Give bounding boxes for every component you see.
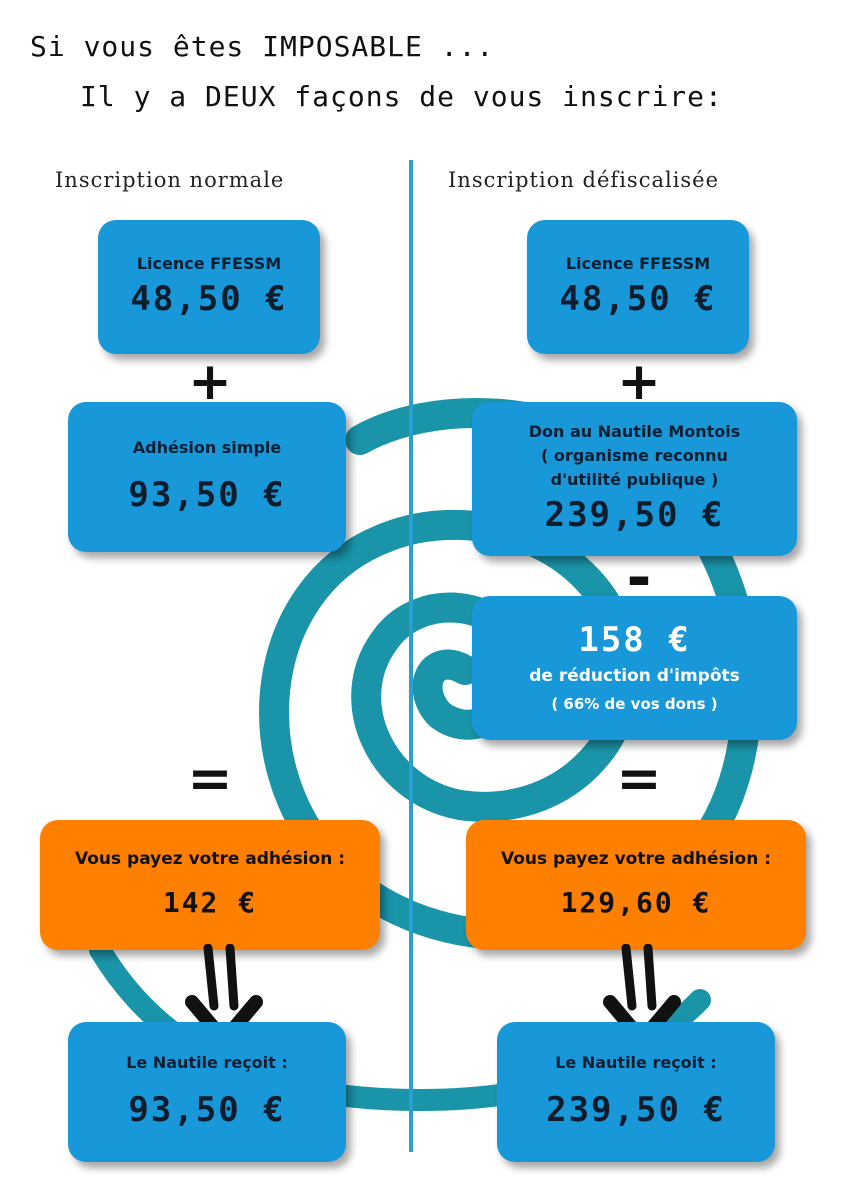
page-title-line-1: Si vous êtes IMPOSABLE ...: [30, 30, 495, 63]
right-reduction-box: 158 € de réduction d'impôts ( 66% de vos…: [472, 596, 797, 740]
right-receive-box: Le Nautile reçoit : 239,50 €: [497, 1022, 775, 1162]
right-licence-amount: 48,50 €: [559, 279, 717, 319]
right-receive-amount: 239,50 €: [546, 1090, 726, 1130]
page-title-line-2: Il y a DEUX façons de vous inscrire:: [80, 80, 723, 113]
left-column-heading: Inscription normale: [55, 168, 285, 192]
right-pay-box: Vous payez votre adhésion : 129,60 €: [466, 820, 806, 950]
right-pay-label: Vous payez votre adhésion :: [500, 849, 772, 869]
right-don-box: Don au Nautile Montois ( organisme recon…: [472, 402, 797, 556]
right-licence-box: Licence FFESSM 48,50 €: [527, 220, 749, 354]
left-receive-box: Le Nautile reçoit : 93,50 €: [68, 1022, 346, 1162]
right-don-line-3: d'utilité publique ): [550, 470, 719, 489]
right-pay-amount: 129,60 €: [560, 886, 712, 919]
right-receive-label: Le Nautile reçoit :: [555, 1053, 717, 1072]
left-licence-box: Licence FFESSM 48,50 €: [98, 220, 320, 354]
left-plus-sign: +: [188, 352, 232, 412]
right-don-line-2: ( organisme reconnu: [541, 446, 728, 465]
left-equals-sign: =: [187, 747, 233, 810]
left-pay-label: Vous payez votre adhésion :: [74, 849, 346, 869]
left-licence-amount: 48,50 €: [130, 279, 288, 319]
left-licence-label: Licence FFESSM: [136, 254, 282, 273]
column-divider: [409, 160, 413, 1152]
right-reduction-note: ( 66% de vos dons ): [551, 695, 718, 713]
right-minus-sign: -: [626, 543, 652, 613]
left-adhesion-box: Adhésion simple 93,50 €: [68, 402, 346, 552]
left-receive-label: Le Nautile reçoit :: [126, 1053, 288, 1072]
left-receive-amount: 93,50 €: [128, 1090, 286, 1130]
left-pay-box: Vous payez votre adhésion : 142 €: [40, 820, 380, 950]
right-plus-sign: +: [617, 352, 661, 412]
right-reduction-amount: 158 €: [578, 620, 691, 660]
right-column-heading: Inscription défiscalisée: [448, 168, 720, 192]
left-pay-amount: 142 €: [162, 886, 258, 919]
right-don-amount: 239,50 €: [544, 495, 725, 535]
right-reduction-label: de réduction d'impôts: [529, 666, 740, 686]
left-adhesion-amount: 93,50 €: [128, 475, 286, 515]
left-adhesion-label: Adhésion simple: [132, 438, 282, 457]
right-licence-label: Licence FFESSM: [565, 254, 711, 273]
right-don-line-1: Don au Nautile Montois: [528, 422, 741, 441]
right-equals-sign: =: [616, 747, 662, 810]
